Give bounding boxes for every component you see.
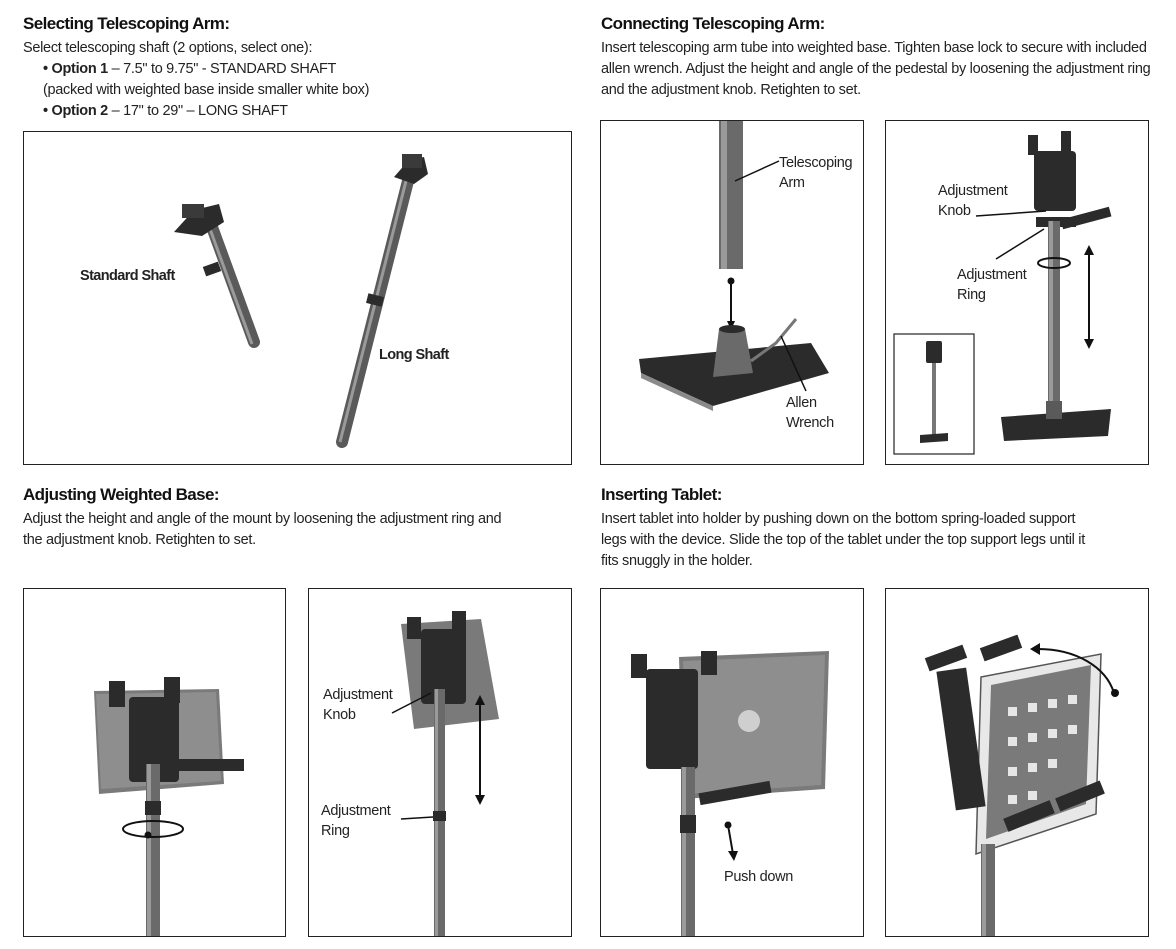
- section-selecting: Selecting Telescoping Arm: Select telesc…: [23, 14, 573, 122]
- long-shaft-image: [336, 154, 428, 448]
- option-1-label: • Option 1: [43, 61, 108, 77]
- stand-ring-line1: Adjustment: [957, 267, 1027, 283]
- adjust-ring-label: Adjustment Ring: [321, 801, 391, 841]
- panel-connect-base: Telescoping Arm Allen Wrench: [600, 120, 864, 465]
- connect-base-illustration: [639, 121, 829, 411]
- option-1-note: (packed with weighted base inside smalle…: [43, 82, 370, 98]
- panel-insert-push: Push down: [600, 588, 864, 937]
- connect-stand-illustration: [893, 131, 1112, 455]
- shaft-options-illustration: [174, 154, 428, 448]
- allen-wrench-line2: Wrench: [786, 415, 834, 431]
- telescoping-arm-line1: Telescoping: [779, 155, 853, 171]
- adjust-height-illustration: [391, 611, 499, 936]
- standard-shaft-label: Standard Shaft: [80, 268, 175, 284]
- option-2-label: • Option 2: [43, 103, 108, 119]
- insert-slide-illustration: [924, 634, 1119, 936]
- push-down-label: Push down: [724, 869, 794, 885]
- stand-ring-line2: Ring: [957, 287, 986, 303]
- stand-knob-line1: Adjustment: [938, 183, 1008, 199]
- panel-connect-stand: Adjustment Knob Adjustment Ring: [885, 120, 1149, 465]
- panel-adjust-height: Adjustment Knob Adjustment Ring: [308, 588, 572, 937]
- standard-shaft-image: [174, 204, 260, 348]
- section-adjusting: Adjusting Weighted Base: Adjust the heig…: [23, 485, 523, 551]
- panel-shaft-options: Standard Shaft Long Shaft: [23, 131, 572, 465]
- section-connecting: Connecting Telescoping Arm: Insert teles…: [601, 14, 1161, 101]
- option-1-text: – 7.5" to 9.75" - STANDARD SHAFT: [107, 61, 337, 77]
- panel-insert-slide: [885, 588, 1149, 937]
- long-shaft-label: Long Shaft: [379, 347, 449, 363]
- inserting-text: Insert tablet into holder by pushing dow…: [601, 511, 1085, 569]
- adjust-knob-label: Adjustment Knob: [323, 685, 393, 725]
- stand-knob-line2: Knob: [938, 203, 971, 219]
- heading-connecting: Connecting Telescoping Arm:: [601, 14, 825, 33]
- adjust-ring-line1: Adjustment: [321, 803, 391, 819]
- heading-selecting: Selecting Telescoping Arm:: [23, 14, 230, 33]
- adjust-knob-line1: Adjustment: [323, 687, 393, 703]
- stand-knob-label: Adjustment Knob: [938, 181, 1008, 221]
- adjusting-text: Adjust the height and angle of the mount…: [23, 511, 502, 548]
- option-2: • Option 2 – 17" to 29" – LONG SHAFT: [23, 101, 573, 122]
- section-inserting: Inserting Tablet: Insert tablet into hol…: [601, 485, 1091, 572]
- panel-adjust-rotate: [23, 588, 286, 937]
- telescoping-arm-line2: Arm: [779, 175, 805, 191]
- option-1: • Option 1 – 7.5" to 9.75" - STANDARD SH…: [23, 59, 573, 80]
- allen-wrench-line1: Allen: [786, 395, 817, 411]
- adjust-knob-line2: Knob: [323, 707, 356, 723]
- adjust-rotate-illustration: [94, 677, 244, 936]
- heading-adjusting: Adjusting Weighted Base:: [23, 485, 220, 504]
- option-2-text: – 17" to 29" – LONG SHAFT: [107, 103, 288, 119]
- telescoping-arm-label: Telescoping Arm: [779, 153, 853, 193]
- selecting-intro: Select telescoping shaft (2 options, sel…: [23, 40, 313, 56]
- connecting-text: Insert telescoping arm tube into weighte…: [601, 40, 1151, 98]
- heading-inserting: Inserting Tablet:: [601, 485, 722, 504]
- adjust-ring-line2: Ring: [321, 823, 350, 839]
- stand-ring-label: Adjustment Ring: [957, 265, 1027, 305]
- insert-push-illustration: [631, 651, 829, 936]
- allen-wrench-label: Allen Wrench: [786, 393, 834, 433]
